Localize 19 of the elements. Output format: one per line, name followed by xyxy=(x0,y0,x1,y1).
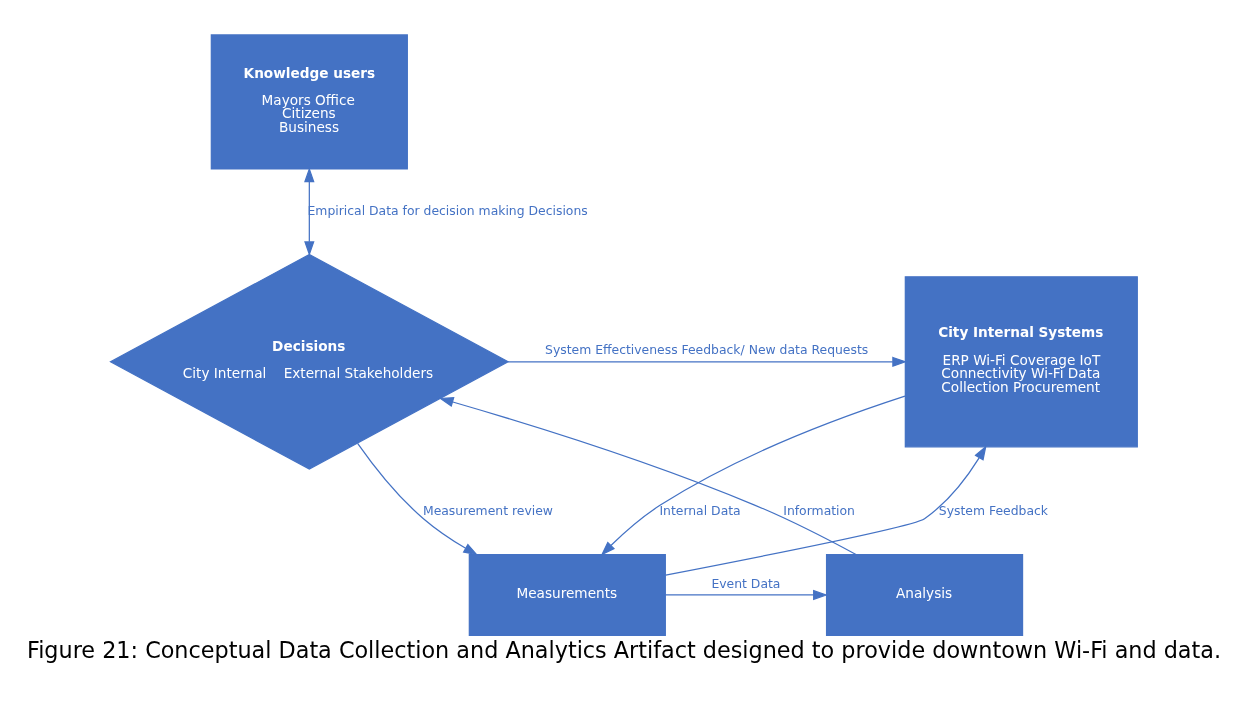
arrow xyxy=(438,397,857,556)
arrow xyxy=(665,445,987,576)
edge-label: System Effectiveness Feedback/ New data Requests xyxy=(545,342,869,358)
node-diamond: Decisions City Internal External Stakeholders xyxy=(109,253,510,470)
caption: Figure 21: Conceptual Data Collection and Analytics Artifact designed to provide downtown Wi-Fi and data. xyxy=(26,637,1222,664)
arrow xyxy=(304,167,315,257)
node-box: City Internal Systems ERP Wi-Fi Coverage IoT Connectivity Wi-Fi Data Collection Procurement xyxy=(904,276,1138,448)
arrow xyxy=(507,356,908,367)
node-box: Analysis xyxy=(825,554,1024,636)
arrow xyxy=(664,589,828,601)
edge-label: Measurement review xyxy=(422,502,553,518)
edge-label: Internal Data xyxy=(659,502,741,518)
edge-label: System Feedback xyxy=(938,502,1048,518)
edge-label: Event Data xyxy=(711,575,781,591)
arrow xyxy=(357,442,479,556)
arrow xyxy=(600,395,906,556)
edge-label: Information xyxy=(783,502,855,518)
node-box: Knowledge users Mayors Office Citizens Business xyxy=(210,34,408,170)
node-box: Measurements xyxy=(468,554,666,636)
